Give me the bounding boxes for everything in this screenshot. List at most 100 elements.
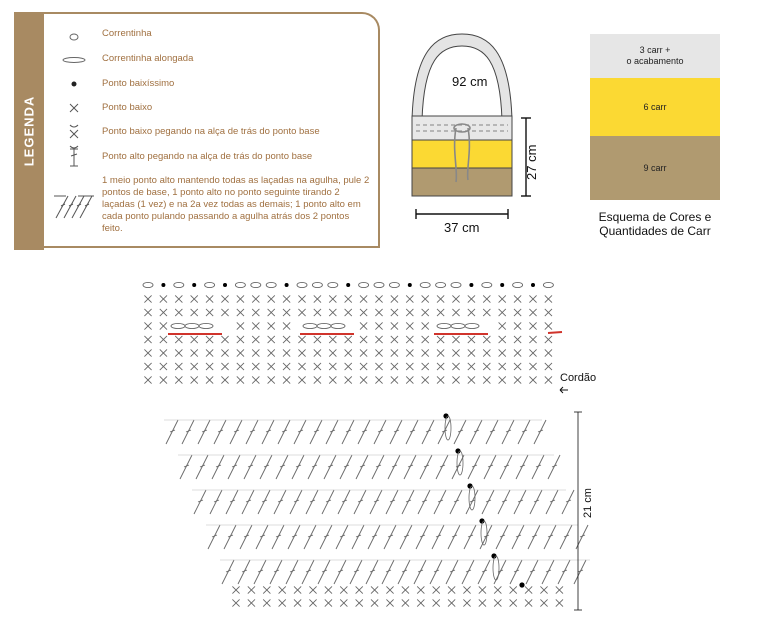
single-crochet-mark [282,322,291,330]
cluster-stitch-mark [481,489,495,515]
single-crochet-mark [524,599,533,607]
chain-stitch-mark [296,281,308,289]
cluster-stitch-mark [337,489,351,515]
single-crochet-mark [513,335,522,344]
cluster-stitch-mark [515,454,529,480]
single-crochet-mark [144,376,152,384]
single-crochet-mark [467,335,476,344]
single-crochet-mark [328,295,337,303]
single-crochet-mark [313,308,322,317]
cluster-stitch-mark [479,524,493,550]
cluster-stitch-mark [197,419,211,445]
single-crochet-mark [313,362,322,371]
cluster-stitch-mark [541,559,555,585]
cluster-stitch-mark [275,454,289,480]
cluster-crossbar-mark [531,534,538,538]
cluster-crossbar-mark [373,499,380,503]
cluster-crossbar-mark [501,499,508,503]
single-crochet-mark [247,599,256,607]
single-crochet-mark [174,295,183,303]
cluster-crossbar-mark [409,429,416,433]
slip-stitch-mark [455,448,461,454]
single-crochet-mark [540,599,548,607]
single-crochet-mark [267,295,276,303]
single-crochet-mark [298,349,306,357]
cluster-stitch-mark [245,419,259,445]
cluster-stitch-mark [367,524,381,550]
single-crochet-mark [144,322,152,330]
cluster-stitch-mark [415,524,429,550]
cluster-stitch-mark [477,559,491,585]
single-crochet-mark [467,362,476,371]
cluster-crossbar-mark [579,534,586,538]
single-crochet-mark [452,349,460,357]
cord-end [547,331,563,334]
elongated-chain-mark [316,322,332,330]
slip-stitch-mark [192,283,197,287]
cluster-crossbar-mark [215,464,222,468]
single-crochet-mark [282,349,291,357]
slip-stitch-mark [531,283,535,287]
single-crochet-mark [421,335,430,344]
cluster-crossbar-mark [535,464,542,468]
cluster-stitch-mark [365,559,379,585]
cluster-crossbar-mark [327,464,334,468]
cluster-crossbar-mark [345,429,352,433]
slip-stitch-mark [161,283,166,287]
single-crochet-mark [498,322,507,330]
cluster-stitch-mark [453,419,467,445]
single-crochet-mark [144,349,152,357]
single-crochet-mark [328,335,337,344]
single-crochet-mark [344,349,353,357]
cluster-crossbar-mark [227,534,234,538]
single-crochet-mark [251,349,260,357]
single-crochet-mark [251,376,260,384]
cluster-crossbar-mark [513,569,520,573]
legend-label-cluster: 1 meio ponto alto mantendo todas as laça… [102,175,370,234]
elongated-chain-mark [436,322,452,330]
cluster-stitch-mark [497,489,511,515]
single-crochet-mark [405,335,414,344]
single-crochet-mark [405,308,414,317]
bag-circumference-label: 92 cm [452,74,488,89]
single-crochet-mark [375,308,383,317]
cluster-crossbar-mark [529,569,536,573]
single-crochet-mark [529,308,537,317]
cluster-stitch-mark [277,419,291,445]
cluster-crossbar-mark [279,464,286,468]
cluster-crossbar-mark [289,569,296,573]
cluster-crossbar-mark [277,499,284,503]
chain-stitch-mark [173,281,185,289]
single-crochet-mark [251,335,260,344]
single-crochet-mark [467,295,476,303]
single-crochet-mark [359,322,368,330]
cluster-stitch-mark [531,454,545,480]
cluster-crossbar-mark [385,569,392,573]
single-crochet-mark [529,376,537,384]
elongated-chain-mark [468,485,476,511]
single-crochet-mark [513,308,522,317]
single-crochet-mark [544,322,553,330]
slip-stitch-mark [469,283,474,287]
scheme-caption-line2: Quantidades de Carr [599,224,711,238]
cluster-crossbar-mark [265,429,272,433]
cluster-stitch-mark [403,454,417,480]
cluster-crossbar-mark [537,429,544,433]
cluster-crossbar-mark [465,569,472,573]
single-crochet-mark [529,295,537,303]
elongated-chain-mark [492,555,500,581]
single-crochet-mark [513,349,522,357]
chain-stitch-mark [327,281,339,289]
cluster-crossbar-mark [341,499,348,503]
cluster-crossbar-mark [325,499,332,503]
single-crochet-mark [405,349,414,357]
single-crochet-mark [463,599,471,607]
cluster-crossbar-mark [439,464,446,468]
slip-stitch-mark [223,283,227,287]
single-crochet-mark [544,376,553,384]
single-crochet-mark [344,295,353,303]
cluster-stitch-icon [54,195,94,219]
single-crochet-mark [313,295,322,303]
cluster-crossbar-mark [451,534,458,538]
single-crochet-mark [298,376,306,384]
